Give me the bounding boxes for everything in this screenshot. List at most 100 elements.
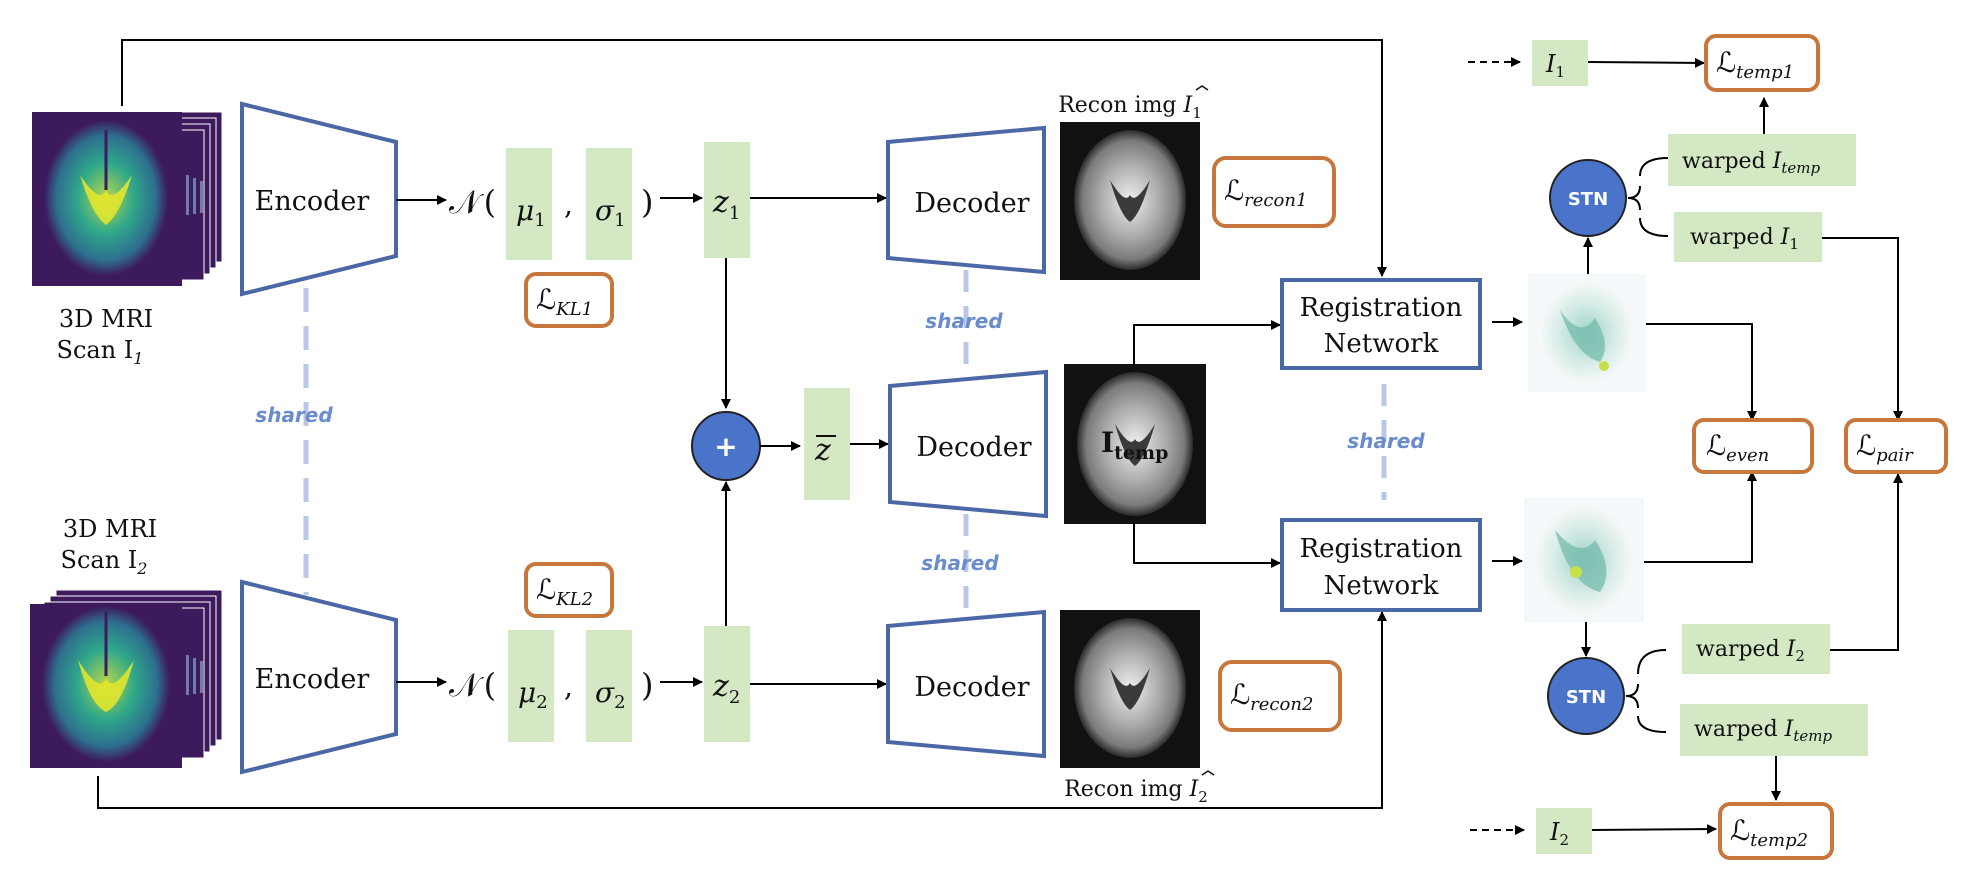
svg-text:warped Itemp: warped Itemp xyxy=(1694,717,1832,745)
loss-pair: ℒpair xyxy=(1844,418,1948,474)
mri-scan-2-image xyxy=(30,589,223,768)
input-1-label-line1: 3D MRI xyxy=(59,305,153,333)
sigma-2: σ2 xyxy=(595,676,626,713)
arrow-deform1-to-leven xyxy=(1646,323,1757,421)
arrow-warped-i1-to-lpair xyxy=(1822,237,1903,421)
shared-encoder-label: shared xyxy=(255,403,333,427)
stn-node-2: STN xyxy=(1547,657,1625,735)
decoder-mid: Decoder xyxy=(888,369,1048,519)
svg-text:Registration: Registration xyxy=(1300,293,1463,323)
encoder-top-label: Encoder xyxy=(255,186,370,217)
stn-node-1: STN xyxy=(1549,159,1627,237)
shared-decoder-top-label: shared xyxy=(925,309,1003,333)
normal-symbol-2: 𝒩( xyxy=(449,666,496,704)
loss-temp1: ℒtemp1 xyxy=(1704,34,1820,92)
svg-text:ℒeven: ℒeven xyxy=(1706,429,1769,466)
mu-2: μ2 xyxy=(518,676,548,713)
svg-text:STN: STN xyxy=(1566,687,1606,708)
svg-text:I1: I1 xyxy=(1545,50,1565,81)
paren-close-2: ) xyxy=(641,666,653,704)
shared-reg-label: shared xyxy=(1347,429,1425,453)
svg-text:ℒrecon1: ℒrecon1 xyxy=(1224,174,1307,211)
latent-z2: z2 xyxy=(704,626,750,742)
target-i2: I2 xyxy=(1536,808,1592,854)
loss-kl1: ℒKL1 xyxy=(524,272,614,328)
distribution-2: 𝒩( μ2 , σ2 ) xyxy=(449,630,653,742)
recon-image-2 xyxy=(1060,610,1200,768)
loss-kl2: ℒKL2 xyxy=(524,562,614,618)
arrow-deform2-to-leven xyxy=(1644,471,1757,563)
skip-line-input1-to-reg1 xyxy=(121,39,1387,277)
svg-text:STN: STN xyxy=(1568,189,1608,210)
stn1-brace-lower xyxy=(1639,217,1669,237)
loss-recon1: ℒrecon1 xyxy=(1212,156,1336,228)
svg-text:ℒKL1: ℒKL1 xyxy=(536,283,593,320)
svg-text:warped Itemp: warped Itemp xyxy=(1682,149,1820,177)
paren-close-1: ) xyxy=(641,183,653,221)
latent-zbar: z xyxy=(804,388,850,500)
svg-text:z2: z2 xyxy=(712,669,740,708)
recon-img-1-label: Recon img I1 xyxy=(1058,93,1202,122)
svg-text:ℒtemp2: ℒtemp2 xyxy=(1730,814,1808,851)
svg-text:Network: Network xyxy=(1324,571,1439,601)
warped-i2: warped I2 xyxy=(1682,624,1830,674)
recon-img-2-label: Recon img I2 xyxy=(1064,777,1208,806)
loss-even: ℒeven xyxy=(1692,418,1814,474)
shared-decoder-bottom-label: shared xyxy=(921,551,999,575)
comma-1: , xyxy=(564,188,573,221)
plus-icon: + xyxy=(714,430,737,463)
mu-1: μ1 xyxy=(516,194,546,231)
decoder-top: Decoder xyxy=(886,125,1046,275)
svg-text:ℒrecon2: ℒrecon2 xyxy=(1230,678,1313,715)
skip-line-input2-to-reg2 xyxy=(97,611,1387,809)
sum-node: + xyxy=(691,411,761,481)
arrow-i2-to-ltemp2 xyxy=(1591,824,1717,835)
loss-recon2: ℒrecon2 xyxy=(1218,660,1342,732)
decoder-bottom: Decoder xyxy=(886,609,1046,759)
arrow-template-to-reg2 xyxy=(1133,524,1281,568)
svg-text:ℒKL2: ℒKL2 xyxy=(536,573,593,610)
svg-text:ℒpair: ℒpair xyxy=(1856,429,1914,466)
normal-symbol-1: 𝒩( xyxy=(449,183,496,221)
stn1-brace-upper xyxy=(1639,157,1669,177)
warped-itemp-2: warped Itemp xyxy=(1680,704,1868,756)
sigma-1: σ1 xyxy=(595,194,626,231)
input-2-label-line1: 3D MRI xyxy=(63,515,157,543)
encoder-top: Encoder xyxy=(240,101,398,297)
registration-network-2: Registration Network xyxy=(1280,518,1482,612)
template-label: Itemp xyxy=(1101,426,1168,464)
distribution-1: 𝒩( μ1 , σ1 ) xyxy=(449,148,653,260)
arrow-warped-i2-to-lpair xyxy=(1830,473,1903,651)
deformation-field-2 xyxy=(1524,498,1644,622)
input-2-label-line2: Scan I2 xyxy=(61,546,148,578)
svg-text:ℒtemp1: ℒtemp1 xyxy=(1716,46,1794,83)
comma-2: , xyxy=(564,670,573,703)
latent-z1: z1 xyxy=(704,142,750,258)
mri-scan-1-image xyxy=(32,111,223,286)
svg-text:warped I1: warped I1 xyxy=(1690,225,1799,253)
svg-text:z: z xyxy=(814,433,831,468)
arrow-i1-to-ltemp1 xyxy=(1587,57,1705,68)
deformation-field-1 xyxy=(1528,274,1646,392)
svg-text:z1: z1 xyxy=(712,185,740,224)
registration-network-1: Registration Network xyxy=(1280,278,1482,370)
stn2-brace-upper xyxy=(1637,649,1667,675)
stn2-brace-lower xyxy=(1637,715,1667,733)
loss-temp2: ℒtemp2 xyxy=(1718,802,1834,860)
template-image: Itemp xyxy=(1064,364,1206,524)
svg-text:I2: I2 xyxy=(1549,818,1569,849)
input-1-label-line2: Scan I1 xyxy=(57,336,144,368)
arrow-template-to-reg1 xyxy=(1133,320,1281,364)
svg-text:Registration: Registration xyxy=(1300,534,1463,564)
svg-text:Decoder: Decoder xyxy=(914,672,1029,703)
svg-text:Decoder: Decoder xyxy=(916,432,1031,463)
target-i1: I1 xyxy=(1532,40,1588,86)
svg-text:warped I2: warped I2 xyxy=(1696,637,1805,665)
warped-itemp-1: warped Itemp xyxy=(1668,134,1856,186)
warped-i1: warped I1 xyxy=(1674,212,1822,262)
encoder-bottom: Encoder xyxy=(240,579,398,775)
recon-image-1 xyxy=(1060,122,1200,280)
svg-text:Network: Network xyxy=(1324,329,1439,359)
